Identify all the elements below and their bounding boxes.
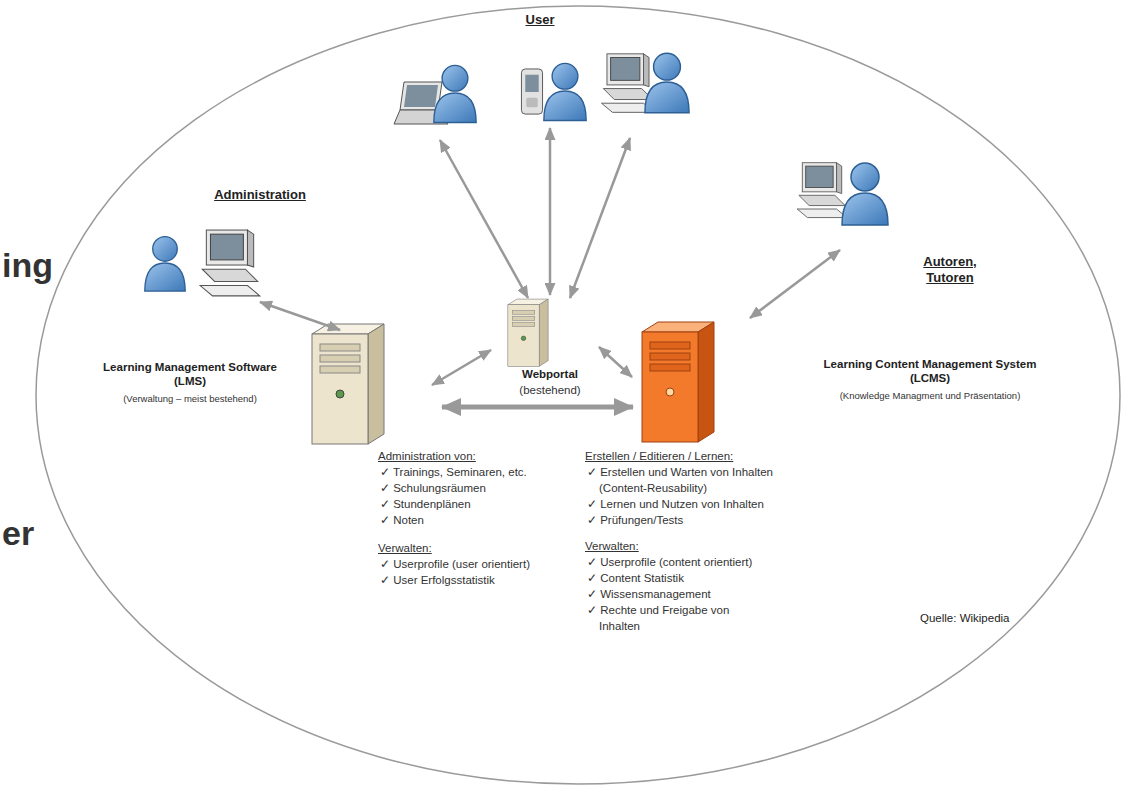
node-label: Learning Management Software (LMS) <box>90 360 290 388</box>
connector-arrow <box>442 405 633 410</box>
connector-arrow <box>549 128 552 295</box>
list-item: ✓ Trainings, Seminaren, etc. <box>380 464 572 480</box>
list-heading: Erstellen / Editieren / Lernen: <box>585 448 815 464</box>
list-item: ✓ Wissensmanagement <box>587 586 829 602</box>
node-label: Administration <box>185 187 335 203</box>
connector-arrow <box>750 250 840 318</box>
list-item: ✓ Noten <box>380 512 572 528</box>
list-item: ✓ Userprofile (content orientiert) <box>587 554 829 570</box>
admin-group: Administration <box>140 185 345 302</box>
connector-arrow <box>260 302 340 330</box>
connector-arrow <box>432 350 491 385</box>
list-heading: Administration von: <box>378 448 558 464</box>
list-heading: Verwalten: <box>585 538 815 554</box>
node-label: Autoren, Tutoren <box>905 254 995 286</box>
list-item: ✓ Erstellen und Warten von Inhalten (Con… <box>587 464 821 496</box>
list-heading: Verwalten: <box>378 540 558 556</box>
boundary-ellipse <box>36 6 1120 784</box>
node-label: Learning Content Management System (LCMS… <box>805 357 1055 385</box>
user-group: User <box>380 8 700 135</box>
list-item: ✓ Prüfungen/Tests <box>587 512 829 528</box>
connector-arrow <box>599 347 632 377</box>
node-label: User <box>500 12 580 28</box>
author-group: Autoren, Tutoren <box>785 158 1005 290</box>
connector-arrow <box>440 140 528 298</box>
list-item: ✓ Stundenplänen <box>380 496 572 512</box>
list-item: ✓ Userprofile (user orientiert) <box>380 556 572 572</box>
lcms-server: Learning Content Management System (LCMS… <box>580 315 1090 650</box>
node-label: Webportal <box>495 367 605 381</box>
list-item: ✓ Rechte und Freigabe von Inhalten <box>587 602 739 634</box>
list-item: ✓ Schulungsräumen <box>380 480 572 496</box>
node-label: (bestehend) <box>495 383 605 397</box>
connector-arrow <box>570 138 630 298</box>
node-label: (Knowledge Managment und Präsentation) <box>795 390 1065 402</box>
cut-heading: er <box>2 514 34 552</box>
cut-heading: ing <box>2 246 53 284</box>
node-label: (Verwaltung – meist bestehend) <box>80 393 300 405</box>
webportal-server: Webportal (bestehend) <box>495 295 609 401</box>
list-item: ✓ Content Statistik <box>587 570 829 586</box>
source-note: Quelle: Wikipedia <box>920 612 1009 624</box>
list-item: ✓ User Erfolgsstatistik <box>380 572 572 588</box>
lms-server: Learning Management Software (LMS) (Verwa… <box>40 320 576 592</box>
list-item: ✓ Lernen und Nutzen von Inhalten <box>587 496 829 512</box>
